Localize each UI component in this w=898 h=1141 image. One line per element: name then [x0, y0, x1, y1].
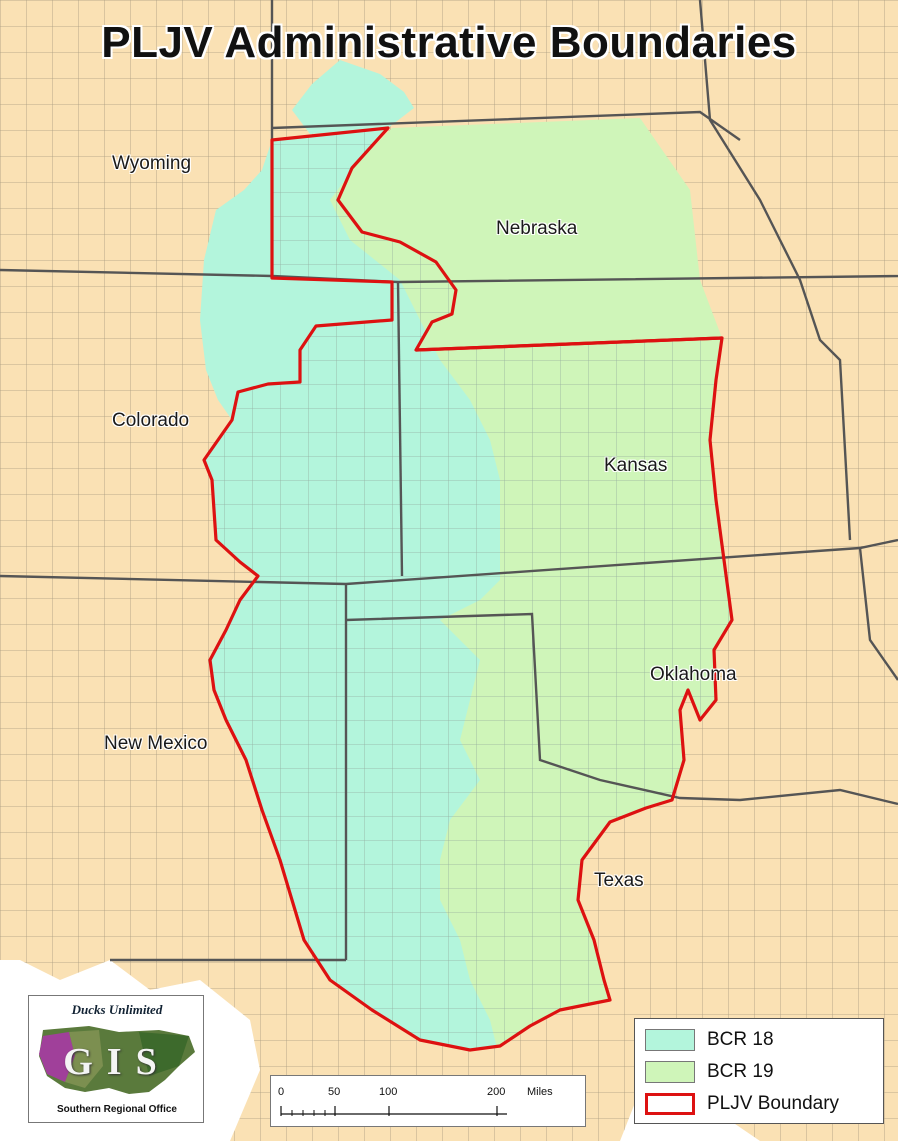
- legend-row-pljv: PLJV Boundary: [645, 1091, 839, 1117]
- label-oklahoma: Oklahoma: [650, 664, 737, 685]
- scale-bar: 0 50 100 200 Miles: [270, 1075, 586, 1127]
- map-title: PLJV Administrative Boundaries: [101, 18, 797, 67]
- map-legend: BCR 18 BCR 19 PLJV Boundary: [634, 1018, 884, 1124]
- scale-tick-50: 50: [328, 1086, 341, 1098]
- logo-bottom-text: Southern Regional Office: [56, 1104, 177, 1115]
- scale-unit: Miles: [527, 1086, 553, 1098]
- legend-swatch-bcr19: [645, 1061, 695, 1083]
- legend-swatch-pljv: [645, 1093, 695, 1115]
- logo-mid-text: GIS: [63, 1041, 171, 1083]
- legend-row-bcr18: BCR 18: [645, 1027, 774, 1053]
- label-kansas: Kansas: [604, 455, 668, 476]
- pljv-inner-line: [415, 336, 723, 352]
- scale-tick-100: 100: [379, 1086, 398, 1098]
- state-borders: [0, 0, 898, 962]
- logo-graphic: [39, 1026, 195, 1094]
- label-wyoming: Wyoming: [112, 153, 192, 174]
- bcr19-nebraska: [338, 118, 722, 350]
- label-nebraska: Nebraska: [496, 218, 578, 239]
- legend-label-pljv: PLJV Boundary: [707, 1093, 840, 1114]
- scale-tick-0: 0: [278, 1086, 285, 1098]
- legend-swatch-bcr18: [645, 1029, 695, 1051]
- label-colorado: Colorado: [112, 410, 190, 431]
- ducks-unlimited-logo: Ducks Unlimited GIS Southern Regional Of…: [28, 995, 204, 1123]
- scale-bar-graphic: [280, 1106, 507, 1116]
- legend-label-bcr19: BCR 19: [707, 1061, 774, 1082]
- scale-tick-200: 200: [487, 1086, 506, 1098]
- legend-label-bcr18: BCR 18: [707, 1029, 774, 1050]
- label-new-mexico: New Mexico: [104, 733, 208, 754]
- label-texas: Texas: [594, 870, 644, 891]
- bcr18-north-cap: [292, 60, 414, 134]
- legend-row-bcr19: BCR 19: [645, 1059, 774, 1085]
- logo-top-text: Ducks Unlimited: [71, 1002, 163, 1017]
